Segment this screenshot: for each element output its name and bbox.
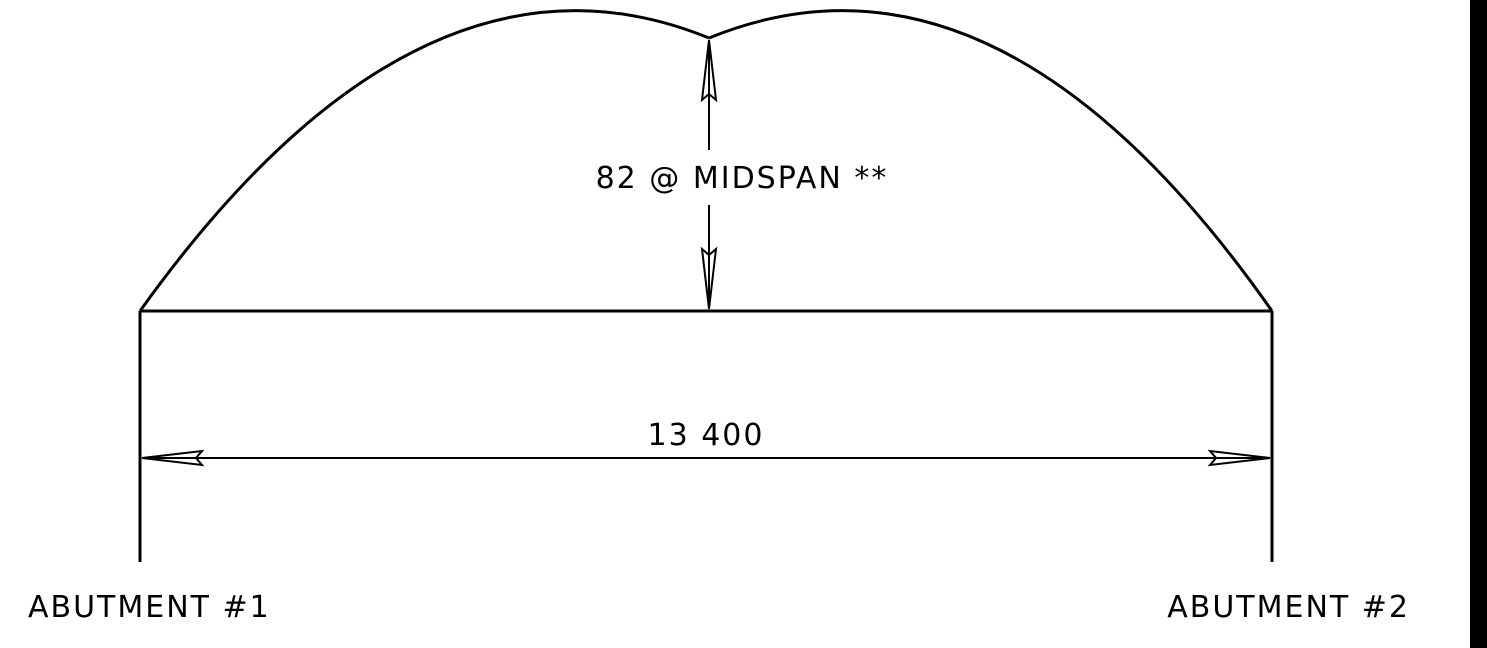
span-arrow-left-icon (141, 449, 205, 467)
abutment-2-label: ABUTMENT #2 (1167, 590, 1410, 625)
abutment-1-label: ABUTMENT #1 (28, 590, 271, 625)
camber-arrow-bottom-icon (700, 246, 718, 310)
camber-arrow-top-icon (700, 39, 718, 103)
sheet-border-right (1470, 0, 1487, 648)
camber-dimension-label: 82 @ MIDSPAN ** (596, 161, 889, 196)
span-dimension-label: 13 400 (648, 418, 765, 453)
span-arrow-right-icon (1207, 449, 1271, 467)
camber-arc (138, 9, 1274, 312)
